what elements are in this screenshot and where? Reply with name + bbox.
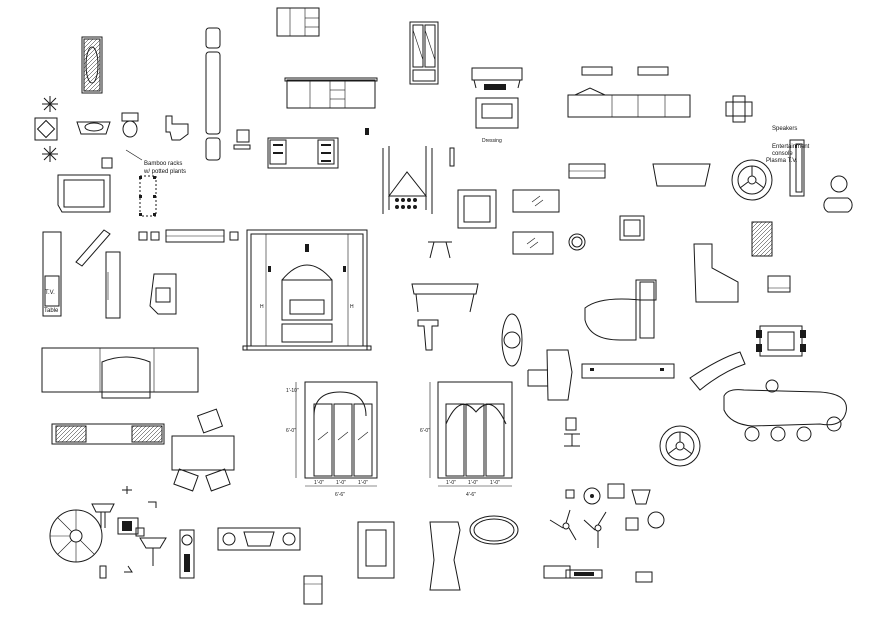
cabinet-elevation-lower bbox=[284, 77, 378, 109]
oval-rug bbox=[501, 313, 523, 367]
cabinet-small bbox=[303, 575, 323, 605]
wardrobe-small bbox=[357, 521, 395, 579]
wall-sink bbox=[139, 537, 167, 566]
angled-table bbox=[75, 229, 111, 267]
left-overall-dim: 6'-6" bbox=[335, 492, 345, 498]
kitchen-appliance-set bbox=[543, 565, 653, 583]
wall-bracket bbox=[449, 147, 455, 167]
bar-counter-with-stools bbox=[723, 379, 847, 442]
bath-fixture-cluster bbox=[565, 483, 665, 531]
bamboo-note-line1: Bamboo racks bbox=[144, 161, 182, 167]
faucet-icon bbox=[122, 486, 157, 508]
pedestal-sink bbox=[91, 503, 115, 528]
faucet-pair bbox=[99, 565, 133, 579]
right-overall-dim: 4'-6" bbox=[466, 492, 476, 498]
sink-counter bbox=[76, 121, 111, 135]
side-table-elevation bbox=[411, 283, 479, 313]
toilet-side bbox=[165, 115, 189, 141]
left-width-dim-3: 1'-0" bbox=[358, 480, 368, 486]
entertainment-notes: Speakers Entertainment console Plasma T.… bbox=[766, 126, 810, 197]
ottoman bbox=[767, 275, 791, 293]
curved-bench bbox=[689, 351, 746, 391]
spiral-staircase bbox=[49, 509, 103, 563]
glass-panel-a bbox=[512, 189, 560, 213]
round-table-with-chairs bbox=[731, 159, 773, 201]
fireplace-elevation bbox=[217, 527, 301, 551]
oval-table bbox=[469, 515, 519, 545]
svg-text:H: H bbox=[260, 304, 264, 310]
ceiling-fan-icon bbox=[549, 509, 607, 548]
bamboo-note-line2: w/ potted plants bbox=[143, 169, 186, 175]
shelf-top-right bbox=[581, 66, 669, 76]
dining-table-plan bbox=[756, 325, 806, 357]
lounge-chair-plan bbox=[149, 273, 177, 315]
chandelier-frame bbox=[382, 146, 433, 214]
wall-bracket-small bbox=[417, 319, 439, 351]
round-table-lower bbox=[659, 425, 701, 467]
grandfather-clock bbox=[179, 529, 195, 579]
chair-plan bbox=[57, 157, 113, 213]
tv-left-label: T.V. bbox=[45, 290, 55, 296]
dressing-table-elevation: Dressing bbox=[471, 67, 523, 144]
left-top-dim: 1'-10" bbox=[286, 388, 299, 394]
office-desk-plan bbox=[41, 347, 199, 399]
sofa-side bbox=[429, 521, 461, 591]
computer-monitor-icon bbox=[233, 129, 251, 150]
square-table-plan bbox=[34, 117, 58, 141]
svg-text:H: H bbox=[350, 304, 354, 310]
right-width-dim-2: 1'-0" bbox=[468, 480, 478, 486]
kitchen-counter-tall bbox=[205, 27, 221, 161]
bathtub-plan bbox=[81, 36, 103, 94]
l-shaped-desk bbox=[584, 279, 657, 341]
round-wall-clock bbox=[568, 233, 586, 251]
toilet-plan bbox=[121, 112, 139, 138]
door-elevation-right: 6'-0" 1'-0" 1'-0" 1'-0" 4'-6" bbox=[420, 381, 513, 498]
right-height-dim: 6'-0" bbox=[420, 428, 430, 434]
l-shaped-sofa bbox=[693, 243, 739, 303]
small-marker-icon bbox=[365, 128, 369, 135]
glass-panel-b bbox=[512, 231, 554, 255]
small-square-pair bbox=[138, 231, 239, 241]
speakers-label: Speakers bbox=[772, 126, 797, 132]
cabinet-elevation-upper bbox=[276, 7, 320, 37]
bench-bar bbox=[165, 229, 225, 243]
mirror-square bbox=[457, 189, 497, 229]
sofa-elevation bbox=[567, 87, 691, 118]
sofa-with-chairs bbox=[51, 423, 165, 445]
armchair-side bbox=[527, 349, 573, 401]
door-elevation-left: 6'-0" 1'-10" 1'-0" 1'-0" 1'-0" 6'-6" bbox=[286, 381, 378, 498]
left-height-dim: 6'-0" bbox=[286, 428, 296, 434]
tv-set-small bbox=[117, 517, 145, 537]
small-square-frame bbox=[619, 215, 645, 241]
entertainment-unit-elevation: H H bbox=[242, 229, 372, 351]
wardrobe-elevation bbox=[409, 21, 439, 85]
coffee-table-small bbox=[428, 241, 452, 259]
svg-text:Dressing: Dressing bbox=[482, 138, 502, 144]
curved-sofa-plan bbox=[652, 163, 711, 187]
plasma-tv-label: Plasma T.V. bbox=[766, 158, 798, 164]
armchair-plan bbox=[725, 95, 753, 123]
office-chair-side bbox=[564, 417, 580, 447]
bamboo-rack-note: Bamboo racks w/ potted plants bbox=[125, 149, 186, 217]
conference-table bbox=[171, 408, 235, 492]
plant-icon bbox=[42, 96, 58, 162]
left-width-dim-1: 1'-0" bbox=[314, 480, 324, 486]
wall-shelf-horizontal bbox=[568, 163, 606, 179]
entertainment-line1: Entertainment bbox=[772, 144, 810, 150]
table-left-label: Table bbox=[44, 308, 59, 314]
wall-shelf-long bbox=[581, 363, 675, 379]
round-stool bbox=[823, 175, 853, 213]
hatched-panel bbox=[751, 221, 773, 257]
desk-with-drawers bbox=[267, 137, 339, 169]
tv-unit-side: T.V. Table bbox=[42, 231, 62, 317]
left-width-dim-2: 1'-0" bbox=[336, 480, 346, 486]
wall-mirror-vertical bbox=[105, 251, 121, 319]
right-width-dim-1: 1'-0" bbox=[446, 480, 456, 486]
entertainment-line2: console bbox=[772, 151, 793, 157]
right-width-dim-3: 1'-0" bbox=[490, 480, 500, 486]
